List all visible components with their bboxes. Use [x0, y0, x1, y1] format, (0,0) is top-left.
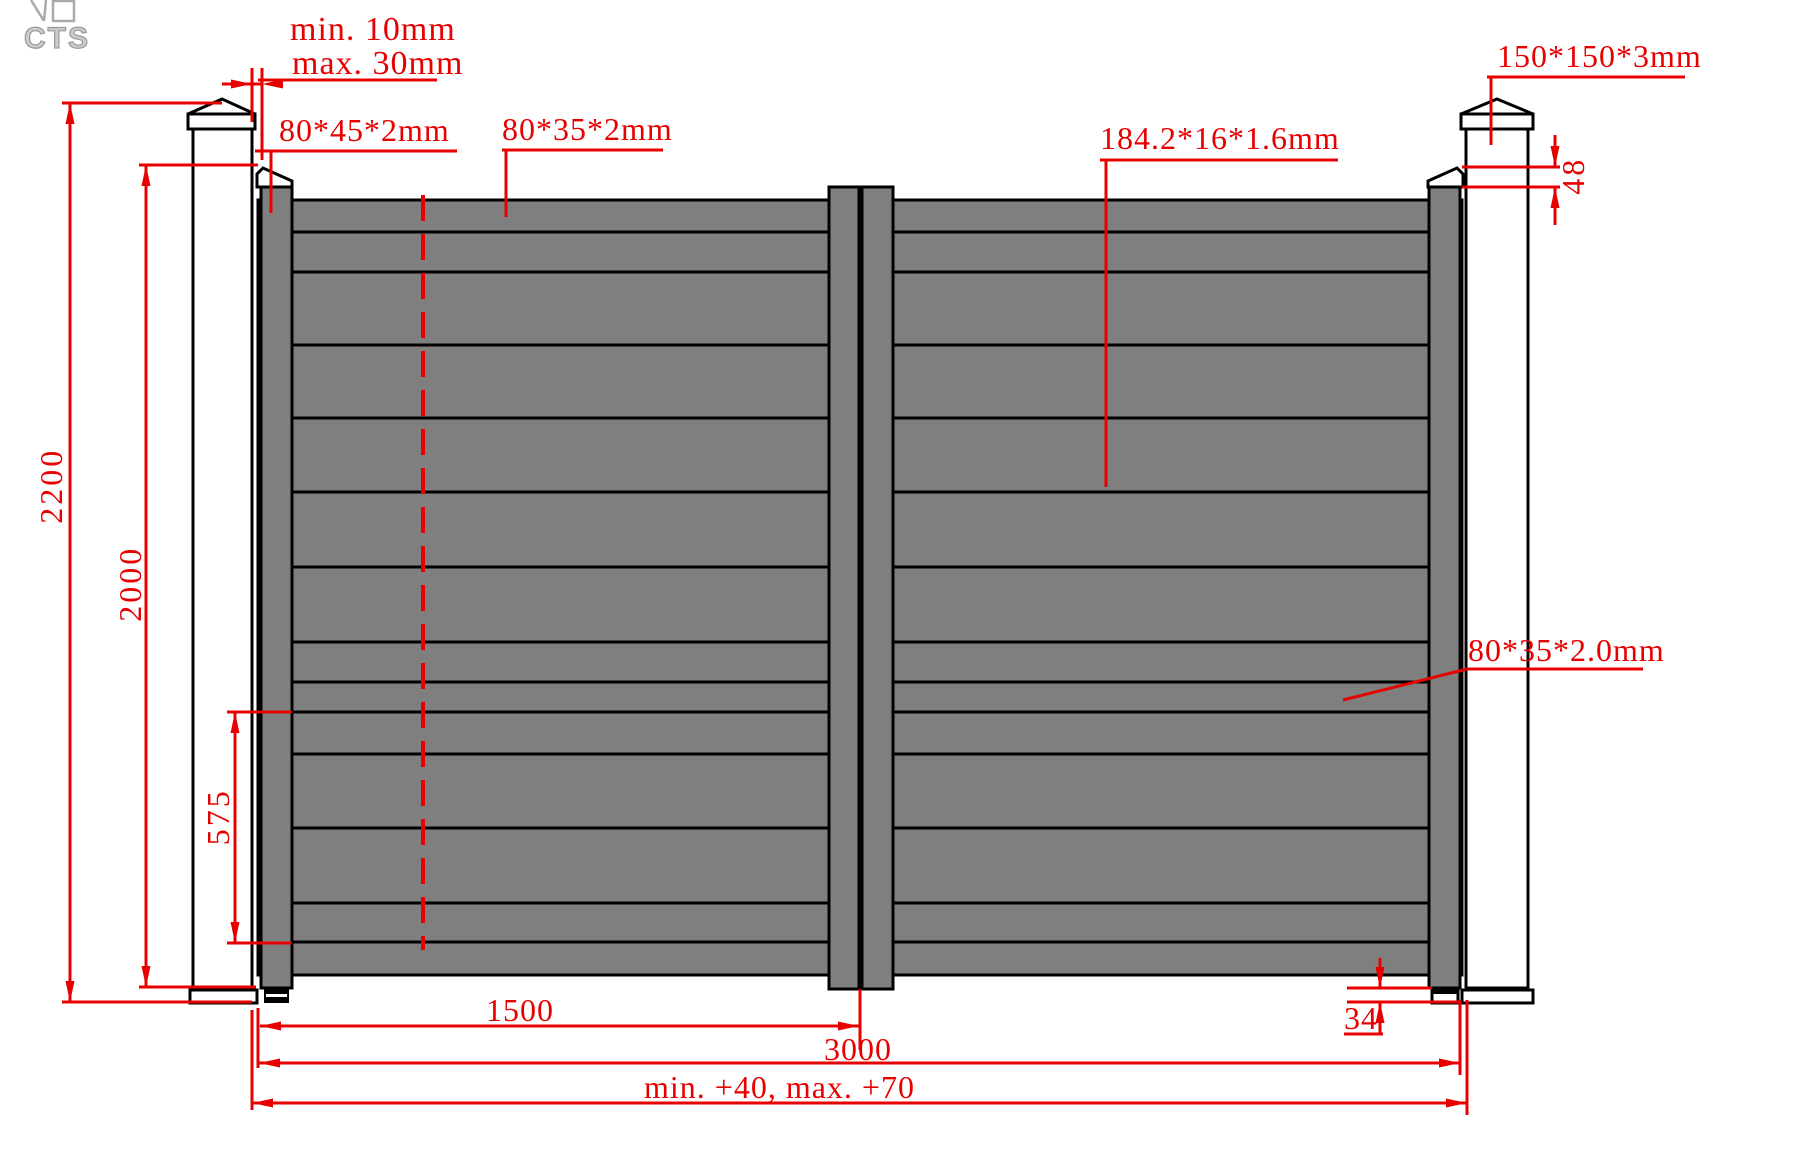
- center-stile-left: [827, 185, 861, 991]
- label-leaf-height: 2000: [112, 545, 149, 622]
- right-post: [1459, 97, 1535, 1005]
- label-gap-min: min. 10mm: [290, 11, 456, 48]
- label-bottom-section-height: 575: [200, 788, 237, 846]
- center-stile-right: [860, 185, 895, 991]
- hinge-wedge-caps: [255, 166, 1465, 189]
- label-gate-width: 3000: [824, 1031, 892, 1067]
- left-stile: [259, 182, 294, 990]
- label-post-cap-height: 48: [1555, 156, 1592, 195]
- right-wedge-cap: [1426, 166, 1465, 189]
- label-infill-board-profile: 184.2*16*1.6mm: [1100, 120, 1340, 156]
- slat-lines: [259, 230, 1461, 944]
- right-stile: [1427, 182, 1462, 990]
- label-rail-profile: 80*35*2.0mm: [1468, 632, 1665, 668]
- label-foot-height: 34: [1344, 1000, 1378, 1036]
- dimension-lines: [62, 68, 1685, 1115]
- label-top-rail-profile: 80*35*2mm: [502, 111, 673, 147]
- logo-text: CTS: [23, 21, 90, 55]
- dimension-arrowheads: [65, 79, 1560, 1108]
- logo-glyph-fragment: [29, 0, 76, 23]
- left-post: [186, 97, 259, 1005]
- label-gap-max: max. 30mm: [292, 45, 464, 82]
- label-hinge-stile-profile: 80*45*2mm: [279, 112, 450, 148]
- label-leaf-width: 1500: [486, 992, 554, 1028]
- label-post-profile: 150*150*3mm: [1497, 38, 1702, 74]
- label-overall-height: 2200: [33, 447, 70, 524]
- label-opening-allowance: min. +40, max. +70: [644, 1069, 915, 1105]
- left-wedge-cap: [255, 166, 294, 189]
